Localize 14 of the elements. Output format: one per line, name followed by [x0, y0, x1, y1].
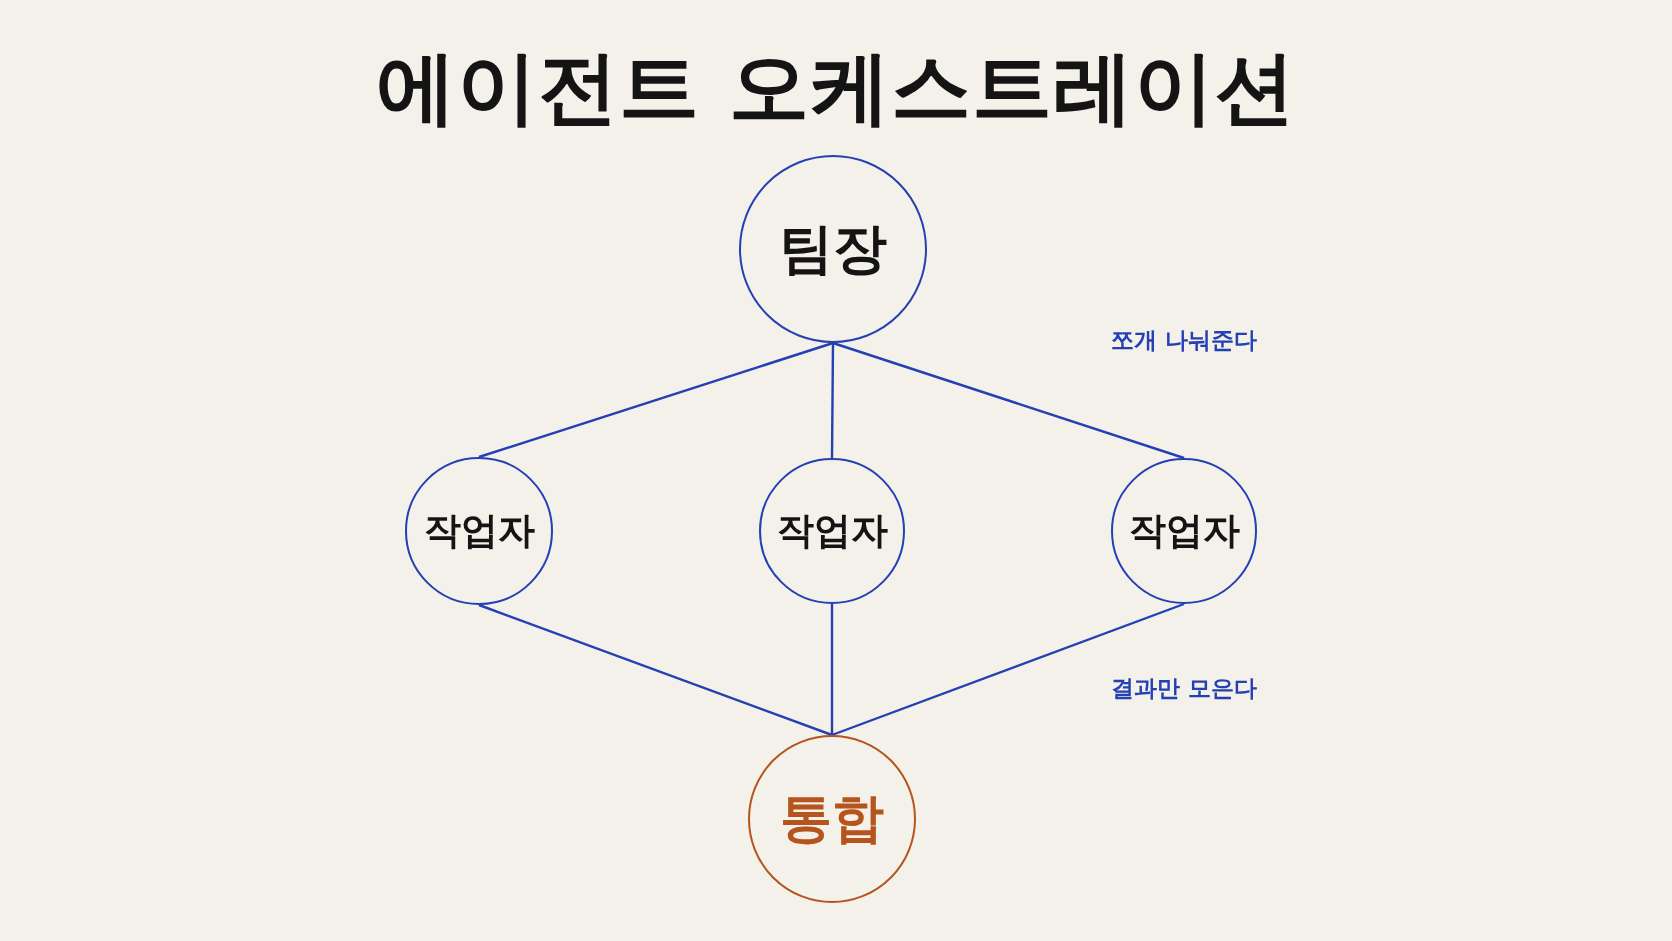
node-label: 작업자	[1128, 509, 1240, 553]
diagram-title: 에이전트 오케스트레이션	[376, 44, 1296, 132]
node-label: 팀장	[779, 217, 887, 281]
connector-line	[478, 341, 834, 459]
connector-line	[830, 343, 835, 458]
node-label: 작업자	[423, 509, 535, 553]
connector-line	[831, 602, 1185, 737]
connector-line	[830, 604, 834, 735]
node-label: 작업자	[776, 509, 888, 553]
connector-line	[832, 341, 1185, 460]
node-label: 통합	[780, 789, 884, 849]
annotation-text: 결과만 모은다	[1111, 675, 1257, 703]
annotation-text: 쪼개 나눠준다	[1111, 327, 1257, 355]
connector-line	[478, 603, 833, 737]
